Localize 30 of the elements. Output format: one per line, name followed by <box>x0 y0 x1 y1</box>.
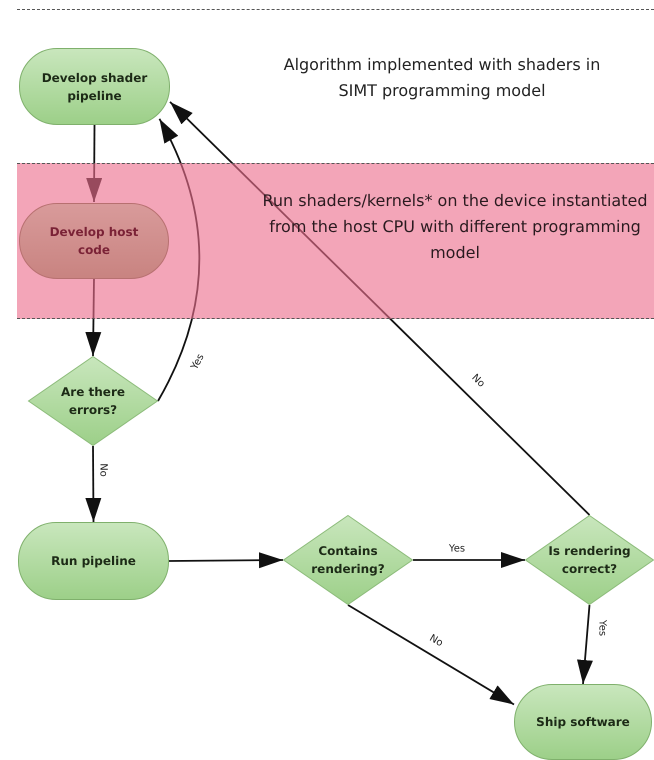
band-text: Run shaders/kernels* on the device instantiated from the host CPU with different programming model <box>262 190 648 264</box>
arrow <box>85 278 102 356</box>
decision-diamond <box>283 515 413 605</box>
arrow <box>413 552 525 568</box>
edge-label: Yes <box>448 544 466 554</box>
step-text: Develop shader pipeline <box>40 70 148 104</box>
decision-diamond <box>525 515 654 605</box>
decision-text: Is rendering correct? <box>547 543 632 578</box>
edge-label: No <box>98 463 108 477</box>
decision-diamond <box>28 356 158 446</box>
process-box <box>19 48 170 125</box>
arrow <box>85 446 102 522</box>
highlight-band <box>17 163 654 319</box>
edge-label: Yes <box>596 620 608 636</box>
arrow <box>169 552 283 568</box>
decision-text: Contains rendering? <box>310 543 386 578</box>
arrow <box>86 125 102 202</box>
step-text: Ship software <box>536 714 630 731</box>
process-box <box>19 203 169 279</box>
step-text: Develop host code <box>48 224 140 259</box>
caption-text: Algorithm implemented with shaders in SIMT programming model <box>282 54 602 102</box>
arrow <box>157 118 200 402</box>
edge-label: No <box>427 632 445 650</box>
decision-text: Are there errors? <box>60 384 126 419</box>
edge-label: No <box>469 372 487 390</box>
arrow <box>169 101 590 516</box>
arrow <box>577 604 593 684</box>
arrow <box>348 604 514 706</box>
step-text: Run pipeline <box>51 553 136 570</box>
edge-label: Yes <box>189 352 207 372</box>
